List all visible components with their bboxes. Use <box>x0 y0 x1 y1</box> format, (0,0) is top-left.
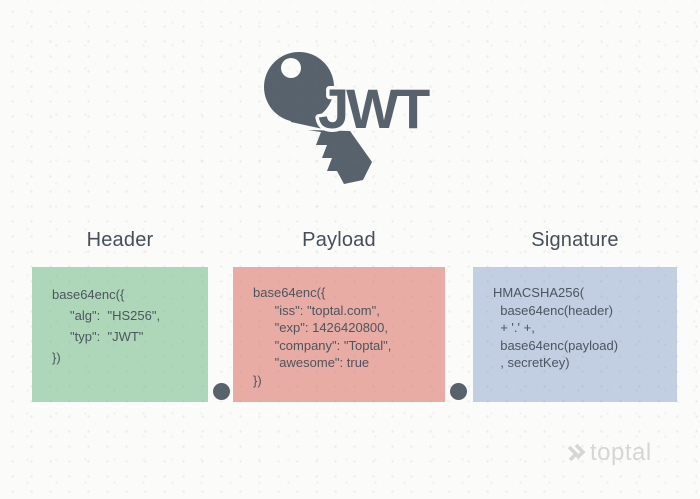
key-neck <box>283 93 323 129</box>
toptal-logo: toptal <box>567 441 652 465</box>
key-icon: JWT <box>264 52 437 184</box>
key-blade <box>308 130 372 184</box>
payload-code-box: base64enc({ "iss": "toptal.com", "exp": … <box>233 267 445 402</box>
connector-dot-1 <box>213 383 230 400</box>
header-code-box: base64enc({ "alg": "HS256", "typ": "JWT"… <box>32 267 208 402</box>
signature-code-box: HMACSHA256( base64enc(header) + '.' +, b… <box>473 267 677 402</box>
header-code: base64enc({ "alg": "HS256", "typ": "JWT"… <box>52 287 161 365</box>
section-label-payload: Payload <box>302 229 376 251</box>
section-label-header: Header <box>86 229 154 251</box>
toptal-wordmark: toptal <box>590 439 652 466</box>
section-label-signature: Signature <box>531 229 619 251</box>
signature-code: HMACSHA256( base64enc(header) + '.' +, b… <box>493 285 619 370</box>
jwt-title: JWT <box>318 77 430 140</box>
connector-dot-2 <box>450 383 467 400</box>
key-hole <box>281 58 301 78</box>
toptal-icon <box>567 443 586 462</box>
payload-code: base64enc({ "iss": "toptal.com", "exp": … <box>253 285 392 388</box>
